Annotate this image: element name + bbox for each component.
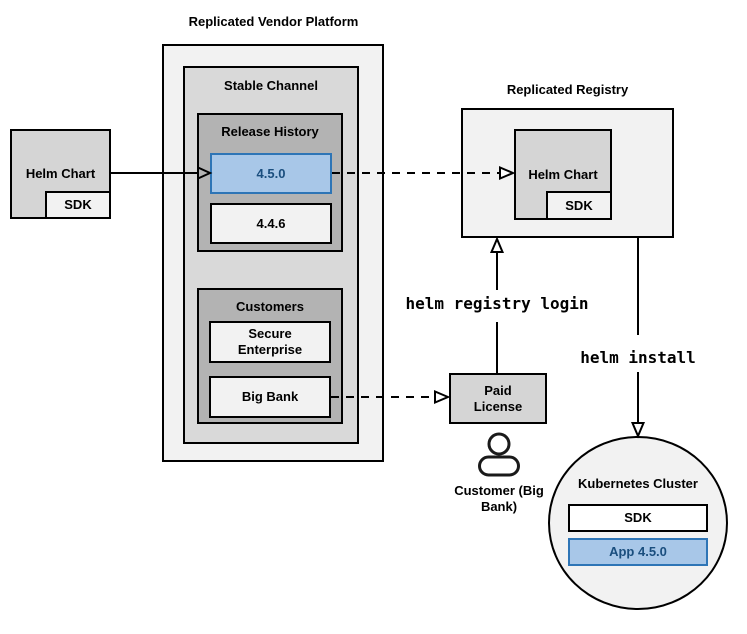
stable-channel-label: Stable Channel <box>224 78 318 93</box>
kubernetes-cluster-label: Kubernetes Cluster <box>578 476 698 491</box>
customer-icon <box>478 432 520 477</box>
kubernetes-app-box: App 4.5.0 <box>568 538 708 566</box>
command-helm-install: helm install <box>580 348 696 367</box>
registry-helm-chart-label: Helm Chart <box>528 166 598 182</box>
helm-chart-source-sdk-box: SDK <box>45 191 111 219</box>
customer-secure-enterprise-box: Secure Enterprise <box>209 321 331 363</box>
release-history-label: Release History <box>221 124 319 139</box>
customer-name-label: Secure Enterprise <box>237 326 303 357</box>
command-helm-registry-login: helm registry login <box>405 294 589 313</box>
customer-big-bank-box: Big Bank <box>209 376 331 418</box>
registry-sdk-box: SDK <box>546 191 612 220</box>
registry-title: Replicated Registry <box>506 82 629 97</box>
paid-license-box: Paid License <box>449 373 547 424</box>
paid-license-label: Paid License <box>473 382 523 414</box>
customer-caption: Customer (Big Bank) <box>454 483 544 514</box>
sdk-label: SDK <box>64 197 92 212</box>
release-version-label: 4.5.0 <box>256 165 286 181</box>
sdk-label: SDK <box>565 197 593 213</box>
kubernetes-sdk-box: SDK <box>568 504 708 532</box>
release-box-450: 4.5.0 <box>210 153 332 194</box>
kubernetes-app-label: App 4.5.0 <box>609 544 667 559</box>
release-box-446: 4.4.6 <box>210 203 332 244</box>
customers-label: Customers <box>236 299 304 314</box>
sdk-label: SDK <box>624 510 652 525</box>
helm-chart-source-label: Helm Chart <box>25 166 96 181</box>
release-version-label: 4.4.6 <box>256 215 286 231</box>
vendor-platform-title: Replicated Vendor Platform <box>188 14 359 29</box>
customer-name-label: Big Bank <box>241 389 299 404</box>
arrow-registry-to-cluster <box>630 238 646 439</box>
